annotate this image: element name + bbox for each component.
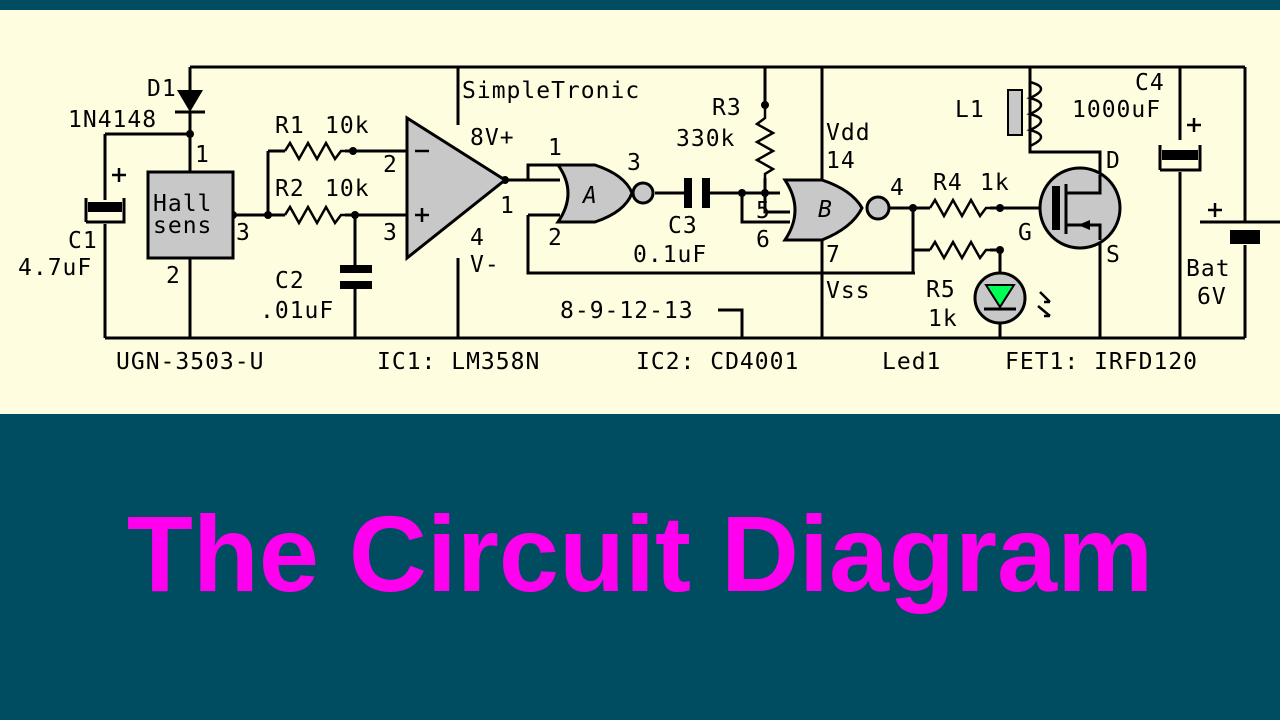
led1-label: Led1 xyxy=(882,349,941,375)
r5-value: 1k xyxy=(928,306,958,332)
op-vminus: V- xyxy=(470,252,500,278)
vdd-pin: 14 xyxy=(826,148,856,174)
ic2-label: IC2: CD4001 xyxy=(636,349,799,375)
hall-pin-1: 1 xyxy=(195,142,210,168)
d1-label: D1 xyxy=(147,76,177,102)
labels: SimpleTronic D1 1N4148 Hall sens 1 2 3 C… xyxy=(18,70,1231,375)
c1-label: C1 xyxy=(68,228,98,254)
bat-label: Bat xyxy=(1186,256,1231,282)
vdd-label: Vdd xyxy=(826,120,871,146)
bat-value: 6V xyxy=(1197,284,1227,310)
d1-part-label: 1N4148 xyxy=(68,107,157,133)
op-amp-icon xyxy=(405,115,508,262)
c4-label: C4 xyxy=(1135,70,1165,96)
gate-b-label: B xyxy=(818,197,833,223)
circuit-schematic: SimpleTronic D1 1N4148 Hall sens 1 2 3 C… xyxy=(18,65,1280,375)
nor-gate-icon xyxy=(782,178,891,242)
hall-part-label: UGN-3503-U xyxy=(116,349,264,375)
r4-label: R4 xyxy=(933,170,963,196)
c3-label: C3 xyxy=(668,213,698,239)
r1-label: R1 xyxy=(275,113,305,139)
c3-value: 0.1uF xyxy=(633,242,707,268)
vss-label: Vss xyxy=(826,278,871,304)
r1-value: 10k xyxy=(325,113,370,139)
c4-value: 1000uF xyxy=(1072,97,1161,123)
fet-g-label: G xyxy=(1018,220,1033,246)
c1-value: 4.7uF xyxy=(18,255,92,281)
capacitor-icon xyxy=(1158,118,1202,172)
gate-b-pin-5: 5 xyxy=(756,198,771,224)
mosfet-icon xyxy=(1038,166,1122,250)
hall-sensor xyxy=(146,170,235,260)
unused-pins-label: 8-9-12-13 xyxy=(560,298,694,324)
hall-pin-3: 3 xyxy=(236,220,251,246)
diode-icon xyxy=(175,90,205,114)
top-band xyxy=(0,0,1280,10)
caption-title: The Circuit Diagram xyxy=(126,493,1154,614)
op-pin-4: 4 xyxy=(470,225,485,251)
fet-s-label: S xyxy=(1106,242,1121,268)
op-pin-3: 3 xyxy=(383,220,398,246)
nor-gate-icon xyxy=(555,163,655,224)
schematic-panel: SimpleTronic D1 1N4148 Hall sens 1 2 3 C… xyxy=(0,10,1280,414)
resistor-icon xyxy=(283,204,345,226)
vss-pin: 7 xyxy=(826,242,841,268)
resistor-icon xyxy=(283,140,345,162)
gate-a-pin-3: 3 xyxy=(627,150,642,176)
capacitor-icon xyxy=(684,178,710,208)
resistor-icon xyxy=(928,239,990,261)
brand-label: SimpleTronic xyxy=(462,78,640,104)
battery-icon xyxy=(1200,203,1280,244)
hall-pin-2: 2 xyxy=(166,263,181,289)
r2-label: R2 xyxy=(275,176,305,202)
ic1-label: IC1: LM358N xyxy=(377,349,540,375)
hall-label-1: Hall xyxy=(153,191,212,217)
r5-label: R5 xyxy=(926,277,956,303)
op-pin-1: 1 xyxy=(500,193,515,219)
resistor-icon xyxy=(754,105,776,178)
c2-value: .01uF xyxy=(260,298,334,324)
capacitor-icon xyxy=(340,265,372,289)
r3-label: R3 xyxy=(712,95,742,121)
led-icon xyxy=(973,271,1051,325)
r4-value: 1k xyxy=(980,170,1010,196)
l1-label: L1 xyxy=(955,97,985,123)
fet1-label: FET1: IRFD120 xyxy=(1005,349,1198,375)
hall-label-2: sens xyxy=(153,213,212,239)
inductor-icon xyxy=(1007,80,1043,148)
r2-value: 10k xyxy=(325,176,370,202)
gate-b-pin-4: 4 xyxy=(890,175,905,201)
op-vplus: 8V+ xyxy=(470,125,515,151)
fet-d-label: D xyxy=(1106,148,1121,174)
op-pin-2: 2 xyxy=(383,152,398,178)
resistor-icon xyxy=(928,197,990,219)
gate-b-pin-6: 6 xyxy=(756,227,771,253)
capacitor-icon xyxy=(84,168,126,224)
c2-label: C2 xyxy=(275,268,305,294)
gate-a-label: A xyxy=(581,183,598,209)
gate-a-pin-1: 1 xyxy=(548,135,563,161)
r3-value: 330k xyxy=(676,126,735,152)
gate-a-pin-2: 2 xyxy=(548,225,563,251)
